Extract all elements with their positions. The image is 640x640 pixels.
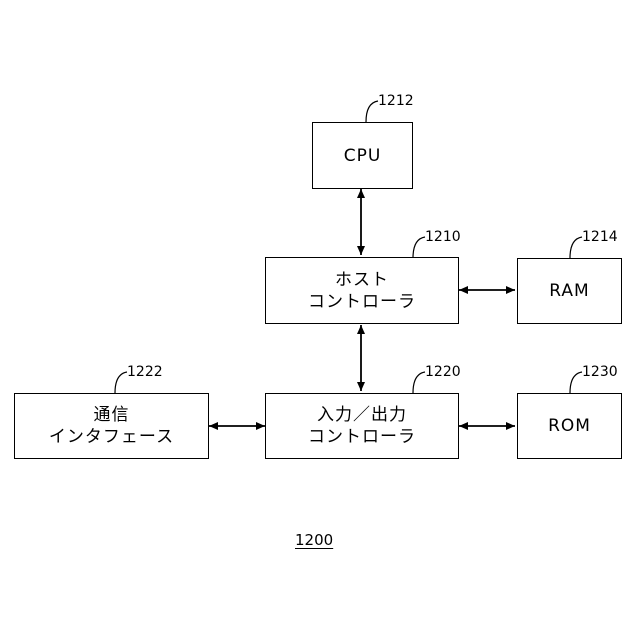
io-controller-label-line2: コントローラ	[308, 426, 416, 448]
rom-label: ROM	[548, 415, 591, 437]
rom-block: ROM	[517, 393, 622, 459]
leader-ram	[570, 237, 582, 258]
communication-interface-label-line2: インタフェース	[49, 426, 174, 448]
ref-rom: 1230	[582, 365, 618, 379]
ref-host-controller: 1210	[425, 230, 461, 244]
cpu-label: CPU	[344, 145, 382, 167]
host-controller-label-line1: ホスト	[335, 269, 389, 291]
ref-io-controller: 1220	[425, 365, 461, 379]
io-controller-label-line1: 入力／出力	[317, 404, 407, 426]
ram-label: RAM	[549, 280, 589, 302]
leader-io	[413, 372, 425, 393]
communication-interface-label-line1: 通信	[94, 404, 130, 426]
leader-comm	[115, 372, 127, 393]
cpu-block: CPU	[312, 122, 413, 189]
ram-block: RAM	[517, 258, 622, 324]
figure-label: 1200	[295, 531, 333, 549]
leader-rom	[570, 372, 582, 393]
host-controller-block: ホスト コントローラ	[265, 257, 459, 324]
ref-communication-interface: 1222	[127, 365, 163, 379]
ref-ram: 1214	[582, 230, 618, 244]
host-controller-label-line2: コントローラ	[308, 291, 416, 313]
leader-cpu	[366, 101, 378, 122]
communication-interface-block: 通信 インタフェース	[14, 393, 209, 459]
leader-host	[413, 237, 425, 258]
io-controller-block: 入力／出力 コントローラ	[265, 393, 459, 459]
ref-cpu: 1212	[378, 94, 414, 108]
